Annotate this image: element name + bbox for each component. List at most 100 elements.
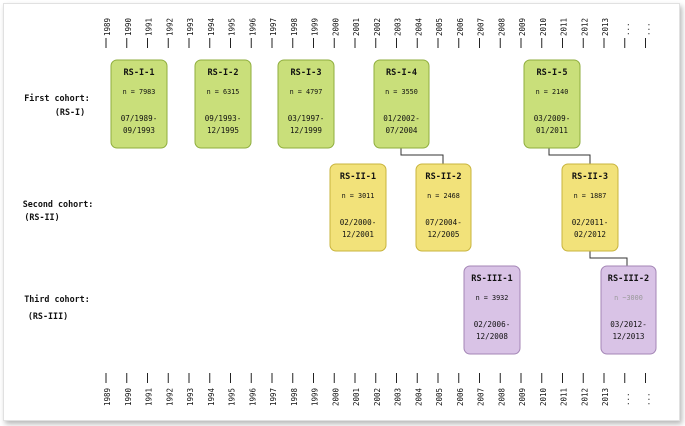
wave-date-end: 12/2005 bbox=[427, 230, 459, 239]
bottom-axis-year-label: 2001 bbox=[352, 388, 361, 406]
wave-date-start: 02/2000- bbox=[340, 218, 377, 227]
wave-date-start: 07/2004- bbox=[425, 218, 462, 227]
wave-date-end: 12/2013 bbox=[612, 332, 644, 341]
top-axis-year-label: 2004 bbox=[414, 17, 423, 36]
top-axis-year-label: 1991 bbox=[145, 18, 154, 36]
top-axis-year-label: 2003 bbox=[394, 18, 403, 36]
top-axis-year-label: 2010 bbox=[539, 17, 548, 36]
wave-sample-size: n = 3550 bbox=[385, 88, 418, 96]
bottom-axis-year-label: 1999 bbox=[311, 388, 320, 406]
bottom-axis-year-label: 2013 bbox=[601, 388, 610, 406]
cohort-code-second: (RS-II) bbox=[24, 212, 59, 222]
wave-box-bg bbox=[523, 59, 581, 149]
wave-sample-size: n = 6315 bbox=[207, 88, 240, 96]
bottom-axis-year-label: 2012 bbox=[580, 388, 589, 406]
cohort-code-third: (RS-III) bbox=[28, 311, 68, 321]
wave-date-end: 01/2011 bbox=[536, 126, 568, 135]
wave-date-start: 07/1989- bbox=[121, 114, 158, 123]
wave-title: RS-III-1 bbox=[471, 274, 512, 284]
wave-box-bg bbox=[463, 265, 521, 355]
wave-title: RS-II-2 bbox=[425, 172, 461, 182]
bottom-axis-year-label: 1997 bbox=[269, 388, 278, 406]
connectors bbox=[400, 147, 628, 266]
wave-box-bg bbox=[373, 59, 430, 149]
wave-sample-size: n = 4797 bbox=[290, 88, 323, 96]
top-axis-year-label: 2006 bbox=[456, 17, 465, 36]
bottom-axis-year-label: 2008 bbox=[497, 387, 506, 406]
bottom-axis-year-label: 2000 bbox=[331, 387, 340, 406]
wave-sample-size: n = 1887 bbox=[574, 192, 607, 200]
wave-title: RS-I-2 bbox=[207, 68, 238, 78]
wave-title: RS-I-1 bbox=[123, 68, 154, 78]
wave-box-bg bbox=[600, 265, 657, 355]
wave-date-start: 03/1997- bbox=[288, 114, 325, 123]
bottom-axis-year-label: 2011 bbox=[560, 388, 569, 406]
bottom-axis-year-label: 1998 bbox=[290, 387, 299, 406]
top-axis-year-label: ... bbox=[643, 22, 652, 36]
bottom-axis-year-label: 2004 bbox=[414, 387, 423, 406]
connector-rs-ii-3-to-rs-iii-2 bbox=[589, 251, 628, 266]
connector-rs-i-4-to-rs-ii-2 bbox=[400, 147, 444, 164]
wave-date-end: 07/2004 bbox=[385, 126, 417, 135]
wave-box-rs-i-5: RS-I-5 n = 2140 03/2009- 01/2011 bbox=[523, 59, 581, 149]
top-axis-year-label: 1989 bbox=[103, 18, 112, 36]
top-axis-year-label: 1993 bbox=[186, 18, 195, 36]
wave-title: RS-I-4 bbox=[386, 68, 417, 78]
wave-box-bg bbox=[277, 59, 335, 149]
top-axis-year-label: 1992 bbox=[165, 18, 174, 36]
wave-title: RS-I-3 bbox=[290, 68, 321, 78]
wave-date-start: 03/2009- bbox=[534, 114, 571, 123]
top-axis-year-label: 2001 bbox=[352, 18, 361, 36]
bottom-axis-year-label: 2007 bbox=[477, 388, 486, 406]
wave-date-end: 12/1995 bbox=[207, 126, 239, 135]
top-axis-year-label: 1998 bbox=[290, 17, 299, 36]
top-axis-year-label: 1995 bbox=[228, 18, 237, 36]
bottom-axis-year-label: 2005 bbox=[435, 388, 444, 406]
top-axis-year-label: 2007 bbox=[477, 18, 486, 36]
wave-date-end: 12/1999 bbox=[290, 126, 322, 135]
bottom-axis-year-label: 2003 bbox=[394, 388, 403, 406]
wave-box-rs-i-3: RS-I-3 n = 4797 03/1997- 12/1999 bbox=[277, 59, 335, 149]
top-axis-year-label: 1997 bbox=[269, 18, 278, 36]
wave-date-start: 03/2012- bbox=[610, 320, 647, 329]
wave-box-bg bbox=[561, 163, 619, 252]
bottom-axis-year-label: 2010 bbox=[539, 387, 548, 406]
top-axis-year-label: 2008 bbox=[497, 17, 506, 36]
cohort-label-first: First cohort: bbox=[24, 93, 90, 103]
wave-box-bg bbox=[329, 163, 387, 252]
wave-date-start: 01/2002- bbox=[383, 114, 420, 123]
bottom-axis-year-label: 1991 bbox=[145, 388, 154, 406]
wave-sample-size: n = 2140 bbox=[536, 88, 569, 96]
bottom-axis-year-label: 2006 bbox=[456, 387, 465, 406]
top-axis-year-label: 2009 bbox=[518, 18, 527, 36]
top-axis-year-label: 2013 bbox=[601, 18, 610, 36]
wave-title: RS-I-5 bbox=[536, 68, 567, 78]
bottom-axis-year-label: ... bbox=[643, 392, 652, 406]
top-axis-year-label: 1990 bbox=[124, 17, 133, 36]
bottom-axis-year-label: 2002 bbox=[373, 388, 382, 406]
top-axis-year-label: 2005 bbox=[435, 18, 444, 36]
wave-box-bg bbox=[415, 163, 472, 252]
top-axis-year-label: 2002 bbox=[373, 18, 382, 36]
wave-box-rs-i-4: RS-I-4 n = 3550 01/2002- 07/2004 bbox=[373, 59, 430, 149]
top-axis-year-label: 2011 bbox=[560, 18, 569, 36]
bottom-axis-year-label: 1992 bbox=[165, 388, 174, 406]
top-axis-year-label: 2012 bbox=[580, 18, 589, 36]
wave-sample-size: n = 3011 bbox=[342, 192, 375, 200]
wave-date-start: 02/2011- bbox=[572, 218, 609, 227]
wave-sample-size: n = 7983 bbox=[123, 88, 156, 96]
top-axis-year-label: ... bbox=[622, 22, 631, 36]
wave-date-start: 09/1993- bbox=[205, 114, 242, 123]
wave-date-start: 02/2006- bbox=[474, 320, 511, 329]
wave-box-rs-i-2: RS-I-2 n = 6315 09/1993- 12/1995 bbox=[194, 59, 252, 149]
wave-title: RS-II-3 bbox=[572, 172, 608, 182]
top-axis-year-label: 1999 bbox=[311, 18, 320, 36]
